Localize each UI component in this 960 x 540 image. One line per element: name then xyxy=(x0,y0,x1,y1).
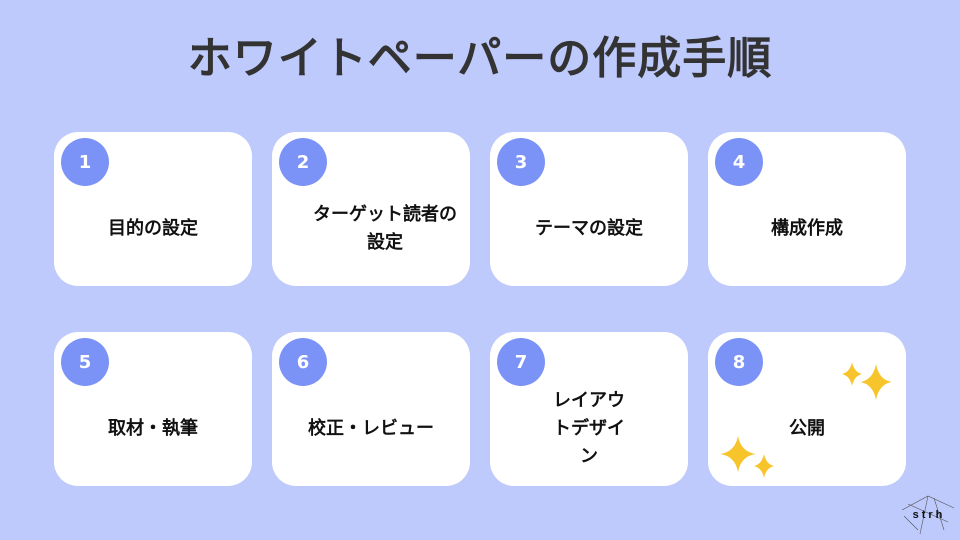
step-label: レイアウトデザイン xyxy=(553,390,625,467)
step-number-badge: 6 xyxy=(279,338,327,386)
step-label: 構成作成 xyxy=(771,218,843,239)
step-number-badge: 2 xyxy=(279,138,327,186)
step-label: テーマの設定 xyxy=(535,218,643,239)
step-number-badge: 7 xyxy=(497,338,545,386)
step-card: 3 テーマの設定 xyxy=(490,132,688,286)
sparkle-icon xyxy=(842,362,892,400)
brand-logo: strh xyxy=(901,495,955,535)
step-number-badge: 8 xyxy=(715,338,763,386)
step-number-badge: 3 xyxy=(497,138,545,186)
step-label: 目的の設定 xyxy=(108,218,198,239)
svg-text:strh: strh xyxy=(913,509,946,521)
step-number-badge: 1 xyxy=(61,138,109,186)
step-label: 公開 xyxy=(789,418,825,439)
step-label: ターゲット読者の設定 xyxy=(313,204,457,253)
step-number-badge: 4 xyxy=(715,138,763,186)
step-card: 5 取材・執筆 xyxy=(54,332,252,486)
sparkle-icon xyxy=(720,436,774,478)
step-label: 校正・レビュー xyxy=(308,418,434,439)
step-label: 取材・執筆 xyxy=(108,418,198,439)
step-number-badge: 5 xyxy=(61,338,109,386)
step-card: 2 ターゲット読者の設定 xyxy=(272,132,470,286)
step-card: 6 校正・レビュー xyxy=(272,332,470,486)
step-card: 4 構成作成 xyxy=(708,132,906,286)
step-card: 1 目的の設定 xyxy=(54,132,252,286)
page-title: ホワイトペーパーの作成手順 xyxy=(187,33,773,84)
